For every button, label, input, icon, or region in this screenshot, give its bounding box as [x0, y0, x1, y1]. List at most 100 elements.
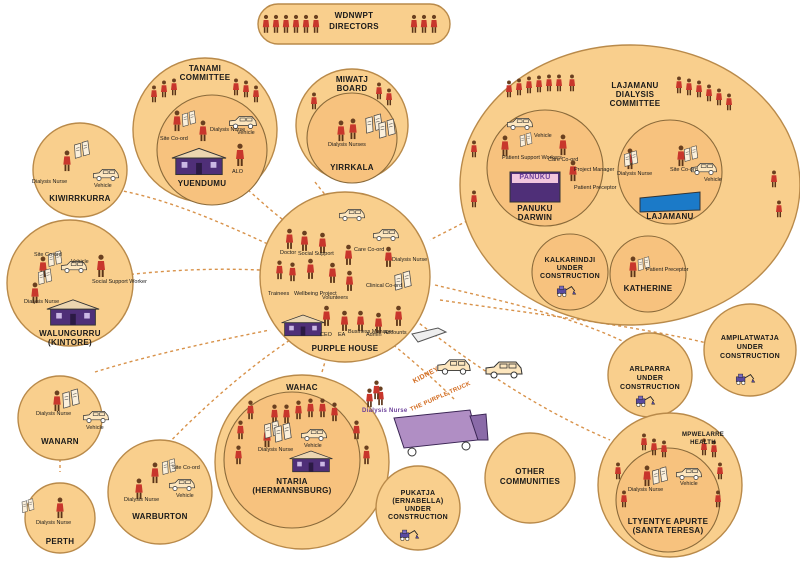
panuku-role-care: Care Co-ord [548, 157, 579, 163]
link-kiwirrkurra [117, 189, 271, 246]
kiwirrkurra-circle [32, 122, 128, 218]
hub-role-wellbeing: Wellbeing Project [294, 291, 337, 297]
warburton-site-coord: Site Co-ord [172, 465, 200, 471]
ampilatwatja-2: UNDER [736, 344, 764, 351]
wahac-title: WAHAC [286, 383, 318, 392]
kiwirrkurra-site: KIWIRRKURRA [49, 194, 111, 203]
hub-role-nurse: Dialysis Nurse [392, 257, 428, 263]
link-arlparra [434, 284, 641, 351]
mpwelarre-2: HEALTH [690, 440, 716, 446]
directors-title-2: DIRECTORS [329, 22, 379, 31]
lajamanu-title-1: LAJAMANU [611, 81, 659, 90]
link-walungurru [124, 268, 261, 276]
pukatja-circle [375, 465, 461, 551]
yuendumu-inner [156, 94, 268, 206]
warburton-circle [107, 439, 213, 545]
panuku-sign-board [512, 174, 558, 183]
hub-title: PURPLE HOUSE [311, 344, 379, 353]
miwatj-title-2: BOARD [336, 84, 368, 93]
hub-role-volunteers: Volunteers [322, 295, 348, 301]
warburton-nurse: Dialysis Nurse [124, 497, 160, 503]
other-circle [484, 432, 576, 524]
ltyentye-1: LTYENTYE APURTE [627, 517, 709, 526]
ntaria-site-1: NTARIA [276, 477, 308, 486]
pukatja-1: PUKATJA [400, 490, 436, 497]
hub-role-ceo: CEO [320, 332, 332, 338]
walungurru-site-1: WALUNGURRU [39, 329, 101, 338]
hub-role-bm: Business Manager [348, 329, 394, 335]
hub-role-ea: EA [338, 332, 346, 338]
ltyentye-2: (SANTA TERESA) [632, 526, 704, 535]
katherine-role: Patient Preceptor [646, 267, 689, 273]
pukatja-3: UNDER [404, 506, 432, 513]
yuendumu-label: YUENDUMU [177, 179, 227, 188]
panuku-sign: PANUKU [519, 174, 551, 181]
miwatj-title-1: MIWATJ [335, 75, 369, 84]
panuku-role-vehicle: Vehicle [534, 133, 552, 139]
connection-links [59, 181, 716, 472]
wanarn-site: WANARN [41, 437, 79, 446]
wahac-vehicle: Vehicle [304, 443, 322, 449]
other-2: COMMUNITIES [499, 477, 561, 486]
tanami-site-coord: Site Co-ord [160, 136, 188, 142]
warburton-site: WARBURTON [132, 512, 188, 521]
miwatj-nurses: Dialysis Nurses [328, 142, 366, 148]
link-warburton [159, 339, 291, 453]
walungurru-site-coord: Site Co-ord [34, 252, 62, 258]
pukatja-4: CONSTRUCTION [388, 514, 448, 521]
lajamanu-building [639, 191, 701, 213]
truck-nurse: Dialysis Nurse [362, 408, 408, 414]
directors-box [257, 3, 451, 45]
walungurru-vehicle: Vehicle [71, 259, 89, 265]
tanami-nurse: Dialysis Nurse [210, 127, 246, 133]
tanami-vehicle: Vehicle [237, 130, 255, 136]
perth-site: PERTH [45, 537, 75, 546]
ampilatwatja-1: AMPILATWATJA [720, 335, 780, 342]
link-wanarn [94, 329, 271, 373]
yirrkala-label: YIRRKALA [330, 163, 374, 172]
katherine-inner [609, 235, 687, 313]
ntaria-inner [223, 391, 361, 529]
kalkarindji-1: KALKARINDJI [544, 257, 596, 264]
kalkarindji-2: UNDER [556, 265, 584, 272]
hub-role-clinical: Clinical Co-ord [366, 283, 403, 289]
tanami-alo: ALO [232, 169, 244, 175]
ntaria-site-2: (HERMANNSBURG) [252, 486, 332, 495]
walungurru-circle [6, 219, 134, 347]
lajamanu-title-2: DIALYSIS [615, 90, 655, 99]
kalkarindji-3: CONSTRUCTION [540, 273, 600, 280]
wanarn-nurse: Dialysis Nurse [36, 411, 72, 417]
laja-role-site: Site Co-ord [670, 167, 698, 173]
ampilatwatja-3: CONSTRUCTION [720, 353, 780, 360]
walungurru-site-2: (KINTORE) [48, 338, 92, 347]
tanami-title-1: TANAMI [188, 64, 222, 73]
arlparra-2: UNDER [636, 375, 664, 382]
buildings [46, 147, 701, 473]
panuku-role-psw: Patient Support Workers [502, 155, 562, 161]
walungurru-nurse: Dialysis Nurse [24, 299, 60, 305]
mpwelarre-1: MPWELARRE [681, 432, 725, 438]
panuku-site-1: PANUKU [517, 204, 553, 213]
lajamanu-title-3: COMMITTEE [609, 99, 661, 108]
panuku-role-pm: Project Manager [574, 167, 615, 173]
tanami-title-2: COMMITTEE [179, 73, 231, 82]
ampilatwatja-circle [703, 303, 797, 397]
hub-role-care: Care Co-ord [354, 247, 385, 253]
laja-role-nurse: Dialysis Nurse [617, 171, 653, 177]
perth-circle [24, 482, 96, 554]
walungurru-social: Social Support Worker [92, 279, 147, 285]
other-1: OTHER [515, 467, 545, 476]
mpwelarre-vehicle: Vehicle [680, 481, 698, 487]
hub-role-admin: Admin [366, 332, 382, 338]
panuku-role-preceptor: Patient Preceptor [574, 185, 617, 191]
link-mpwelarre [414, 319, 611, 441]
hub-role-accounts: Accounts [384, 330, 407, 336]
perth-nurse: Dialysis Nurse [36, 520, 72, 526]
link-lajamanu [429, 214, 479, 241]
mpwelarre-nurse: Dialysis Nurse [628, 487, 664, 493]
kalkarindji-inner [531, 233, 609, 311]
laja-role-vehicle: Vehicle [704, 177, 722, 183]
wanarn-vehicle: Vehicle [86, 425, 104, 431]
